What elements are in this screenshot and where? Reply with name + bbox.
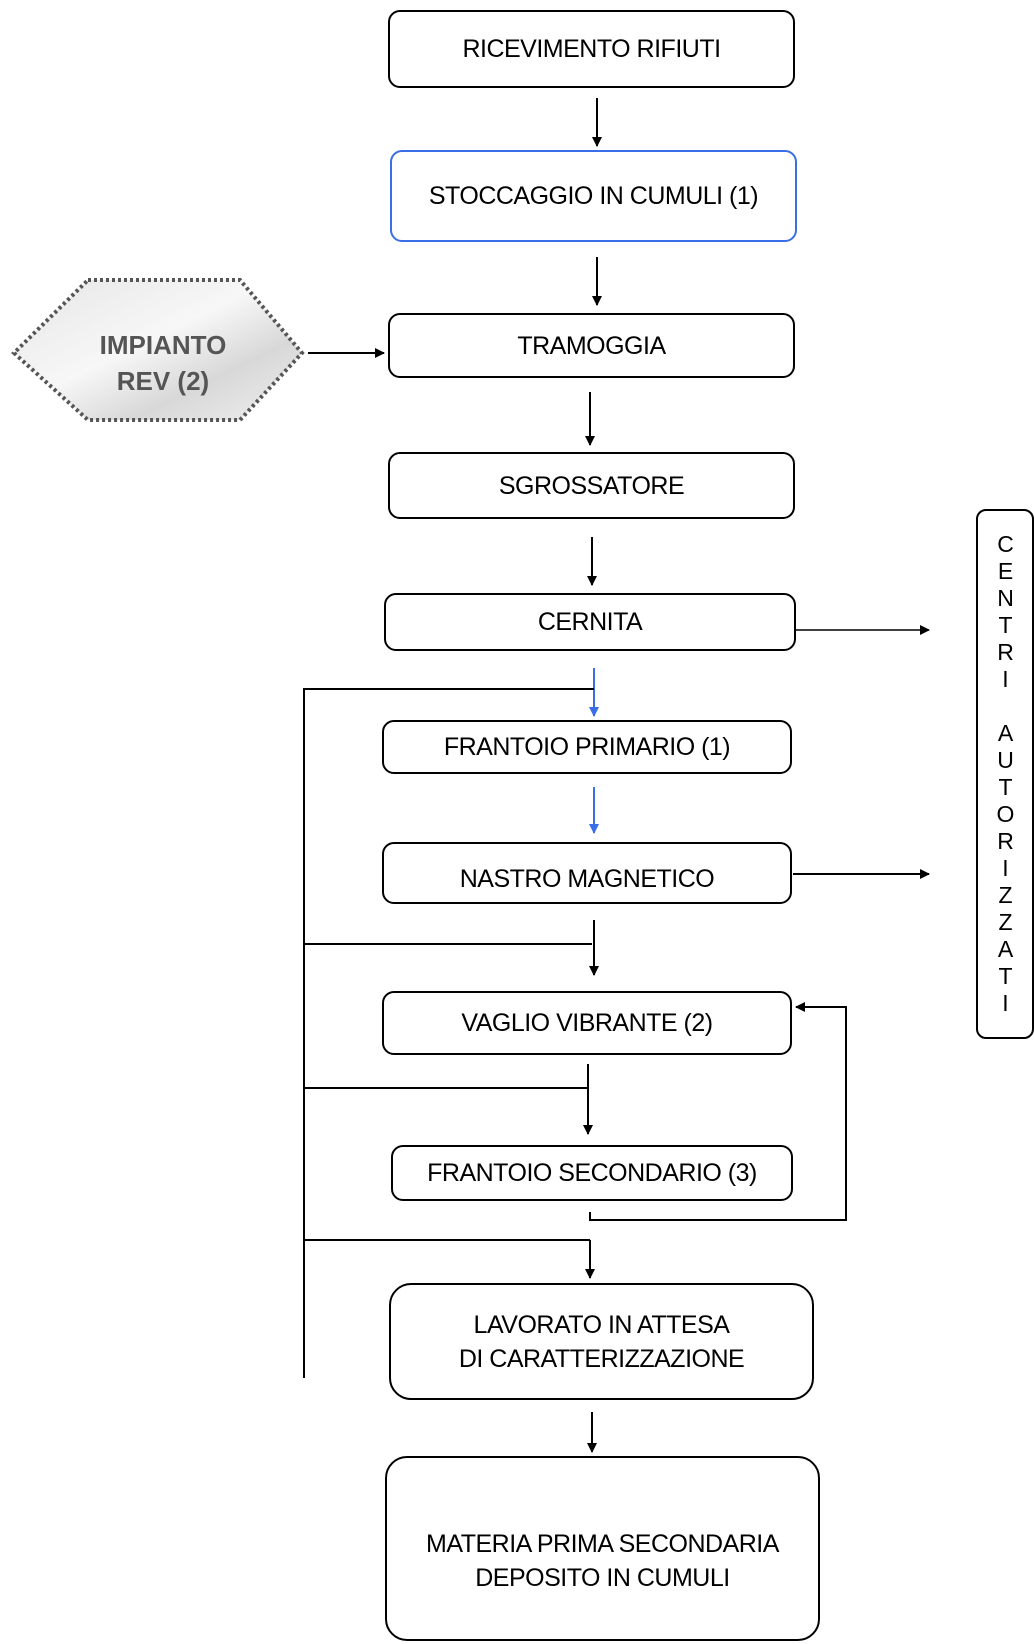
sgrossatore-label: SGROSSATORE bbox=[498, 471, 685, 500]
frantoio-secondario-label: FRANTOIO SECONDARIO (3) bbox=[427, 1159, 757, 1187]
ricevimento-rifiuti-label: RICEVIMENTO RIFIUTI bbox=[462, 35, 721, 63]
cernita-box: CERNITA bbox=[384, 593, 796, 651]
impianto-rev-node: IMPIANTO REV (2) bbox=[12, 287, 314, 439]
lavorato-box: LAVORATO IN ATTESA DI CARATTERIZZAZIONE bbox=[389, 1283, 814, 1400]
stoccaggio-box: STOCCAGGIO IN CUMULI (1) bbox=[390, 150, 797, 242]
nastro-magnetico-box: NASTRO MAGNETICO bbox=[382, 842, 792, 904]
frantoio-secondario-box: FRANTOIO SECONDARIO (3) bbox=[391, 1145, 793, 1201]
bypass-trunk bbox=[303, 688, 594, 1378]
nastro-magnetico-label: NASTRO MAGNETICO bbox=[459, 865, 715, 893]
centri-autorizzati-label: CENTRI AUTORIZZATI bbox=[992, 531, 1019, 1017]
impianto-rev-hexagon bbox=[11, 278, 305, 422]
lavorato-label: LAVORATO IN ATTESA DI CARATTERIZZAZIONE bbox=[458, 1310, 745, 1373]
materia-prima-label: MATERIA PRIMA SECONDARIA DEPOSITO IN CUM… bbox=[426, 1530, 779, 1592]
vaglio-vibrante-box: VAGLIO VIBRANTE (2) bbox=[382, 991, 792, 1055]
impianto-rev-label: IMPIANTO REV (2) bbox=[99, 330, 227, 396]
ricevimento-rifiuti-box: RICEVIMENTO RIFIUTI bbox=[388, 10, 795, 88]
tramoggia-label: TRAMOGGIA bbox=[517, 331, 666, 360]
frantoio-primario-box: FRANTOIO PRIMARIO (1) bbox=[382, 720, 792, 774]
vaglio-vibrante-label: VAGLIO VIBRANTE (2) bbox=[461, 1009, 713, 1037]
cernita-label: CERNITA bbox=[537, 608, 643, 636]
materia-prima-box: MATERIA PRIMA SECONDARIA DEPOSITO IN CUM… bbox=[385, 1456, 820, 1641]
centri-autorizzati-box: CENTRI AUTORIZZATI bbox=[976, 509, 1034, 1039]
loop-frantoio-secondario-vaglio bbox=[589, 1002, 847, 1221]
frantoio-primario-label: FRANTOIO PRIMARIO (1) bbox=[443, 733, 731, 761]
stoccaggio-label: STOCCAGGIO IN CUMULI (1) bbox=[428, 182, 759, 210]
sgrossatore-box: SGROSSATORE bbox=[388, 452, 795, 519]
tramoggia-box: TRAMOGGIA bbox=[388, 313, 795, 378]
